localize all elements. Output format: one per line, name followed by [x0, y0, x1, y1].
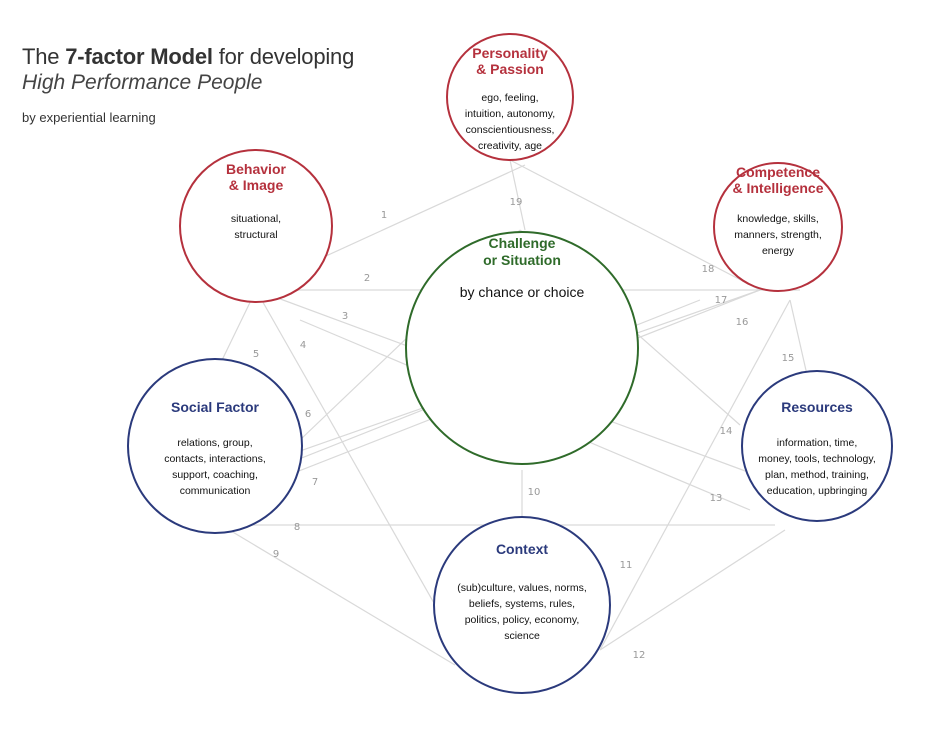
- social-title: Social Factor: [171, 399, 259, 415]
- connection-line: [255, 289, 456, 641]
- link-number: 1: [381, 210, 387, 221]
- link-number: 8: [294, 522, 300, 533]
- connection-line: [220, 524, 456, 666]
- link-number: 13: [710, 493, 723, 504]
- link-number: 18: [702, 264, 715, 275]
- resources-description: money, tools, technology,: [758, 453, 876, 465]
- factor-circles: [127, 33, 893, 694]
- challenge-title: Challenge: [489, 235, 556, 251]
- resources-description: plan, method, training,: [765, 469, 869, 481]
- competence-title: & Intelligence: [732, 180, 823, 196]
- link-number: 9: [273, 549, 279, 560]
- behavior-description: situational,: [231, 213, 281, 225]
- challenge-description: by chance or choice: [460, 284, 585, 300]
- page-subtitle: High Performance People: [22, 71, 263, 94]
- personality-circle: [446, 33, 574, 161]
- challenge-circle: [405, 231, 639, 465]
- personality-label: Personality& Passion ego, feeling, intuiti…: [465, 45, 555, 152]
- social-description: relations, group,: [177, 437, 252, 449]
- personality-title: & Passion: [476, 61, 544, 77]
- link-number: 12: [633, 650, 646, 661]
- social-description: communication: [180, 485, 251, 497]
- context-description: (sub)culture, values, norms,: [457, 582, 587, 594]
- personality-description: creativity, age: [478, 140, 542, 152]
- personality-title: Personality: [472, 45, 548, 61]
- social-description: contacts, interactions,: [164, 453, 266, 465]
- link-number: 19: [510, 197, 523, 208]
- social-circle: [127, 358, 303, 534]
- competence-description: knowledge, skills,: [737, 213, 819, 225]
- context-description: politics, policy, economy,: [465, 614, 580, 626]
- social-label: Social Factor relations, group, contacts, …: [164, 399, 266, 497]
- byline: by experiential learning: [22, 110, 156, 125]
- resources-circle: [741, 370, 893, 522]
- link-number: 15: [782, 353, 795, 364]
- connection-line: [599, 529, 786, 651]
- connection-line: [509, 159, 761, 291]
- connection-line: [599, 299, 791, 651]
- connection-line: [509, 159, 526, 231]
- personality-description: intuition, autonomy,: [465, 108, 555, 120]
- factor-labels: Personality& Passion ego, feeling, intuiti…: [164, 45, 876, 642]
- link-number: 17: [715, 295, 728, 306]
- resources-description: education, upbringing: [767, 485, 868, 497]
- competence-description: energy: [762, 245, 795, 257]
- link-number: 2: [364, 273, 370, 284]
- personality-description: ego, feeling,: [481, 92, 538, 104]
- link-number: 5: [253, 349, 259, 360]
- resources-description: information, time,: [777, 437, 858, 449]
- link-number: 16: [736, 317, 749, 328]
- behavior-title: & Image: [229, 177, 284, 193]
- context-label: Context (sub)culture, values, norms, belie…: [457, 541, 587, 642]
- link-number: 10: [528, 487, 541, 498]
- link-number: 14: [720, 426, 733, 437]
- resources-label: Resources information, time, money, tools,…: [758, 399, 876, 497]
- competence-circle: [713, 162, 843, 292]
- social-description: support, coaching,: [172, 469, 258, 481]
- behavior-label: Behavior& Image situational, structural: [226, 161, 286, 241]
- competence-description: manners, strength,: [734, 229, 822, 241]
- context-description: science: [504, 630, 540, 642]
- behavior-circle: [179, 149, 333, 303]
- resources-title: Resources: [781, 399, 853, 415]
- link-number: 7: [312, 477, 318, 488]
- link-number: 3: [342, 311, 348, 322]
- link-number: 11: [620, 560, 633, 571]
- competence-label: Competence& Intelligence knowledge, skill…: [732, 164, 823, 257]
- link-number: 4: [300, 340, 306, 351]
- challenge-title: or Situation: [483, 252, 561, 268]
- context-description: beliefs, systems, rules,: [469, 598, 575, 610]
- personality-description: conscientiousness,: [466, 124, 555, 136]
- link-number: 6: [305, 409, 311, 420]
- context-circle: [433, 516, 611, 694]
- title-block: The 7-factor Model for developing High P…: [22, 44, 354, 125]
- page-title: The 7-factor Model for developing: [22, 44, 355, 69]
- context-title: Context: [496, 541, 548, 557]
- behavior-title: Behavior: [226, 161, 286, 177]
- competence-title: Competence: [736, 164, 820, 180]
- behavior-description: structural: [234, 229, 277, 241]
